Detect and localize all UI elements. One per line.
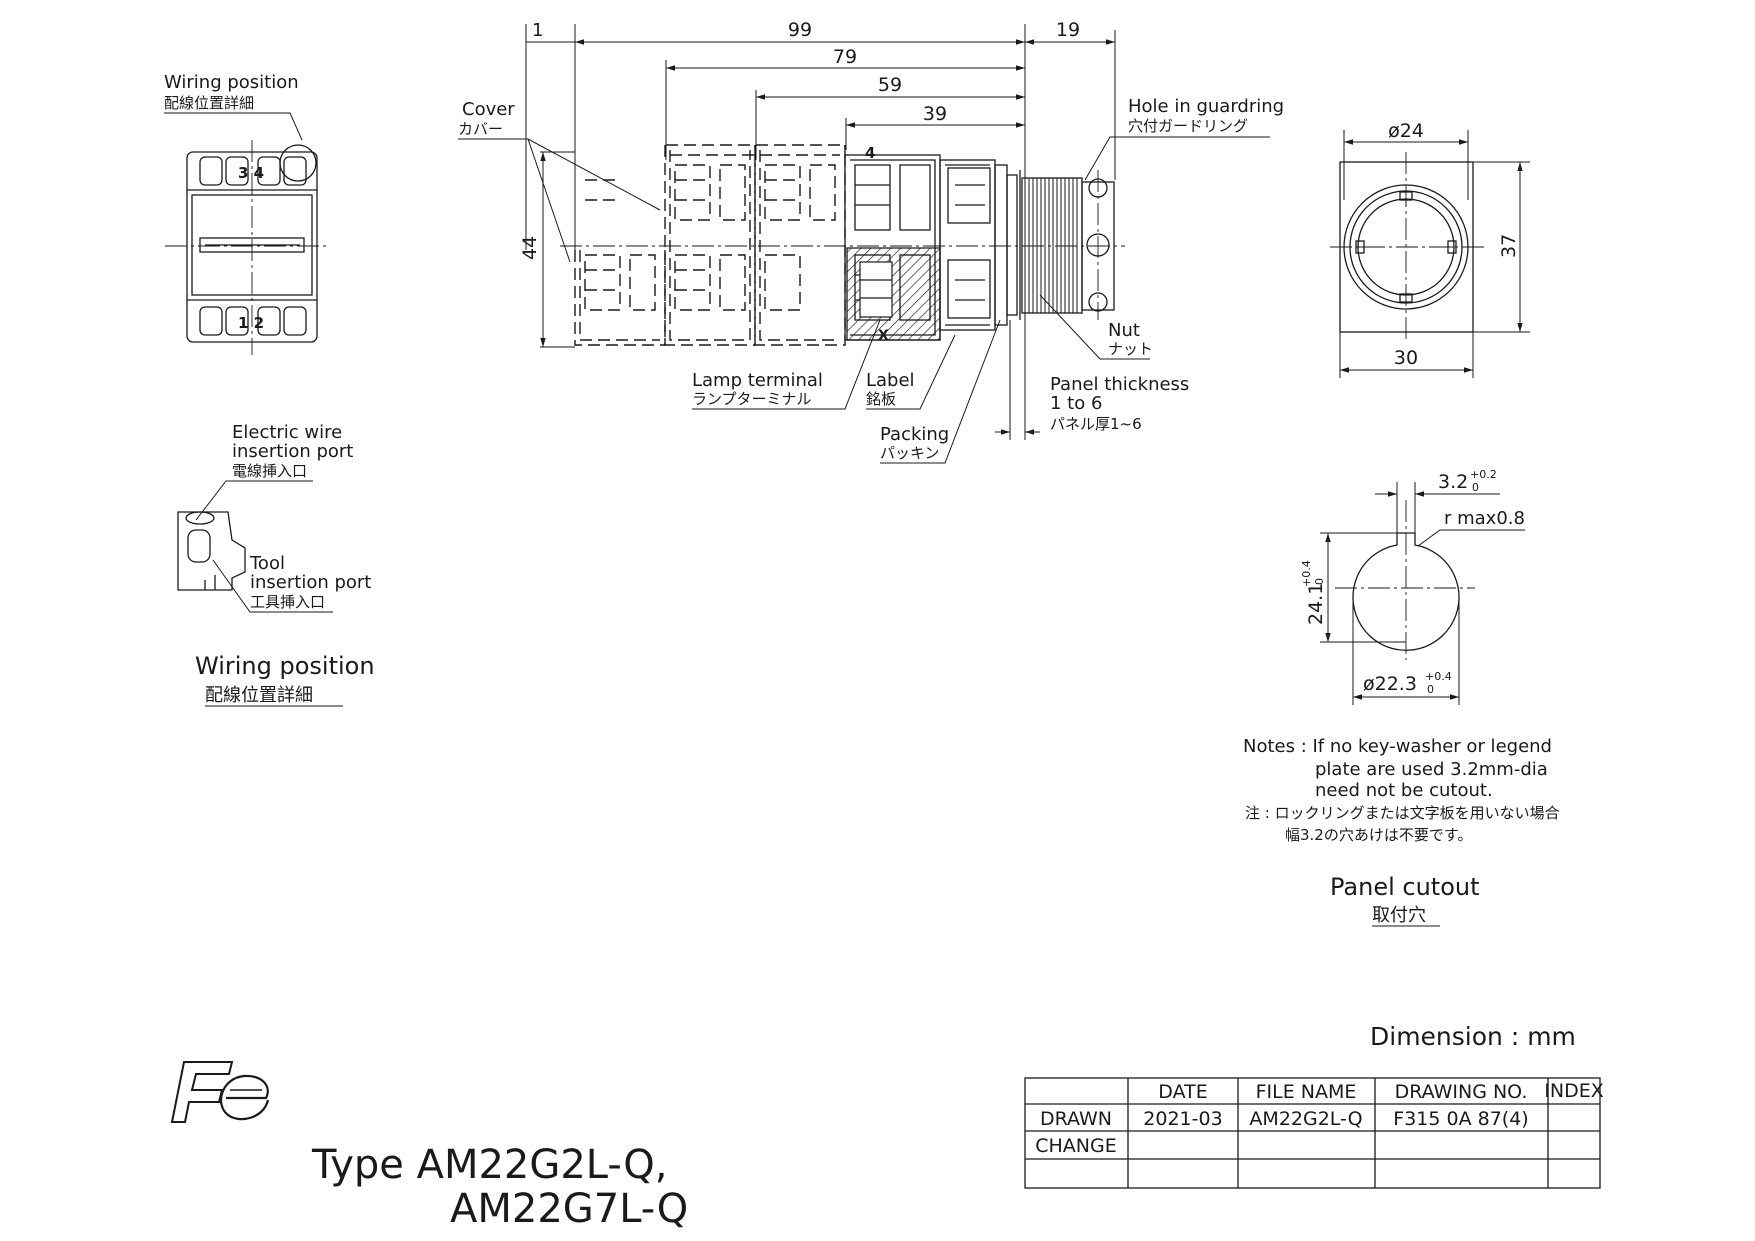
dim-79: 79: [833, 46, 857, 68]
terminal-34: 3 4: [238, 164, 264, 182]
wiring-position-label-ja: 配線位置詳細: [164, 94, 254, 112]
tb-file-name: AM22G2L-Q: [1249, 1108, 1362, 1130]
tb-header-index: INDEX: [1544, 1080, 1603, 1102]
cutout-radius: r max0.8: [1444, 508, 1525, 529]
cutout-height: 24.1: [1305, 583, 1327, 625]
panel-cutout-title-en: Panel cutout: [1330, 873, 1480, 901]
hole-label-ja: 穴付ガードリング: [1128, 117, 1248, 135]
nut-label-ja: ナット: [1108, 340, 1153, 358]
cutout-diameter-tol-lo: 0: [1427, 683, 1434, 696]
cutout-width-tol-lo: 0: [1472, 481, 1479, 494]
dimension-unit: Dimension : mm: [1370, 1022, 1576, 1051]
tb-row-drawn: DRAWN: [1040, 1108, 1112, 1130]
wire-port-label-en-1: Electric wire: [232, 422, 342, 443]
tb-header-file-name: FILE NAME: [1256, 1081, 1357, 1103]
cutout-diameter: ø22.3: [1363, 673, 1417, 695]
tool-port-label-en-1: Tool: [249, 553, 285, 574]
dim-39: 39: [923, 103, 947, 125]
terminal-4-side: 4: [865, 144, 875, 162]
hole-label-en: Hole in guardring: [1128, 96, 1284, 117]
dim-24: ø24: [1388, 120, 1424, 142]
tb-row-change: CHANGE: [1035, 1135, 1117, 1157]
panel-thickness-label-ja: パネル厚1~6: [1050, 415, 1142, 433]
nut-label-en: Nut: [1108, 320, 1140, 341]
panel-cutout-title-ja: 取付穴: [1372, 905, 1426, 926]
label-label-ja: 銘板: [866, 390, 896, 408]
top-dimensions: 1 99 19 79 59 39 44: [519, 19, 1116, 440]
wiring-position-view: Wiring position 配線位置詳細 3 4 1 2: [164, 72, 330, 355]
dim-44: 44: [519, 236, 541, 260]
type-line-1: Type AM22G2L-Q,: [311, 1142, 668, 1188]
tool-port-label-ja: 工具挿入口: [250, 593, 325, 611]
cutout-width: 3.2: [1438, 471, 1468, 493]
dim-99: 99: [788, 19, 812, 41]
tb-header-date: DATE: [1158, 1081, 1207, 1103]
dim-30: 30: [1394, 347, 1418, 369]
wiring-position-label-en: Wiring position: [164, 72, 299, 93]
notes-ja-2: 幅3.2の穴あけは不要です。: [1285, 826, 1472, 844]
notes-en-1: Notes : If no key-washer or legend: [1243, 736, 1552, 757]
tb-header-drawing-no: DRAWING NO.: [1395, 1081, 1528, 1103]
knurling: [1024, 178, 1078, 313]
cover-label-en: Cover: [462, 99, 515, 120]
cutout-height-tol-lo: 0: [1313, 578, 1326, 585]
cutout-height-tol-up: +0.4: [1300, 560, 1313, 587]
dim-37: 37: [1498, 234, 1520, 258]
dim-19: 19: [1056, 19, 1080, 41]
dim-59: 59: [878, 74, 902, 96]
notes-en-3: need not be cutout.: [1315, 780, 1493, 801]
notes-ja-1: 注 : ロックリングまたは文字板を用いない場合: [1245, 804, 1560, 822]
side-view-callouts: Cover カバー Hole in guardring 穴付ガードリング Nut…: [458, 96, 1284, 464]
fuji-electric-logo: [170, 1061, 270, 1123]
mark-x: X: [878, 328, 889, 344]
type-line-2: AM22G7L-Q: [450, 1186, 688, 1232]
dim-1: 1: [532, 20, 543, 41]
notes-en-2: plate are used 3.2mm-dia: [1315, 759, 1548, 780]
wire-port-label-ja: 電線挿入口: [232, 462, 307, 480]
panel-thickness-label-en: Panel thickness: [1050, 374, 1189, 395]
panel-thickness-range: 1 to 6: [1050, 393, 1102, 414]
cutout-width-tol-up: +0.2: [1470, 468, 1497, 481]
title-block: DATE FILE NAME DRAWING NO. INDEX DRAWN 2…: [1024, 1077, 1604, 1189]
wiring-section-title-ja: 配線位置詳細: [205, 685, 313, 706]
tb-drawing-no: F315 0A 87(4): [1393, 1108, 1528, 1130]
side-view: X 4: [560, 144, 1125, 440]
wire-port-detail: Electric wire insertion port 電線挿入口 Tool …: [177, 422, 375, 707]
front-view: ø24 37 30: [1330, 120, 1530, 378]
wire-port-label-en-2: insertion port: [232, 441, 353, 462]
tool-port-label-en-2: insertion port: [250, 572, 371, 593]
terminal-12: 1 2: [238, 314, 264, 332]
label-label-en: Label: [866, 370, 915, 391]
packing-label-en: Packing: [880, 424, 949, 445]
lamp-terminal-label-en: Lamp terminal: [692, 370, 823, 391]
wiring-section-title-en: Wiring position: [195, 652, 375, 680]
cutout-diameter-tol-up: +0.4: [1425, 670, 1452, 683]
panel-cutout-view: 3.2 +0.2 0 r max0.8 24.1 +0.4 0 ø22.3 +0…: [1300, 468, 1525, 705]
tb-drawn-date: 2021-03: [1143, 1108, 1222, 1130]
lamp-terminal-label-ja: ランプターミナル: [692, 390, 812, 408]
cover-label-ja: カバー: [458, 120, 503, 138]
packing-label-ja: パッキン: [880, 444, 940, 462]
notes: Notes : If no key-washer or legend plate…: [1243, 736, 1560, 927]
